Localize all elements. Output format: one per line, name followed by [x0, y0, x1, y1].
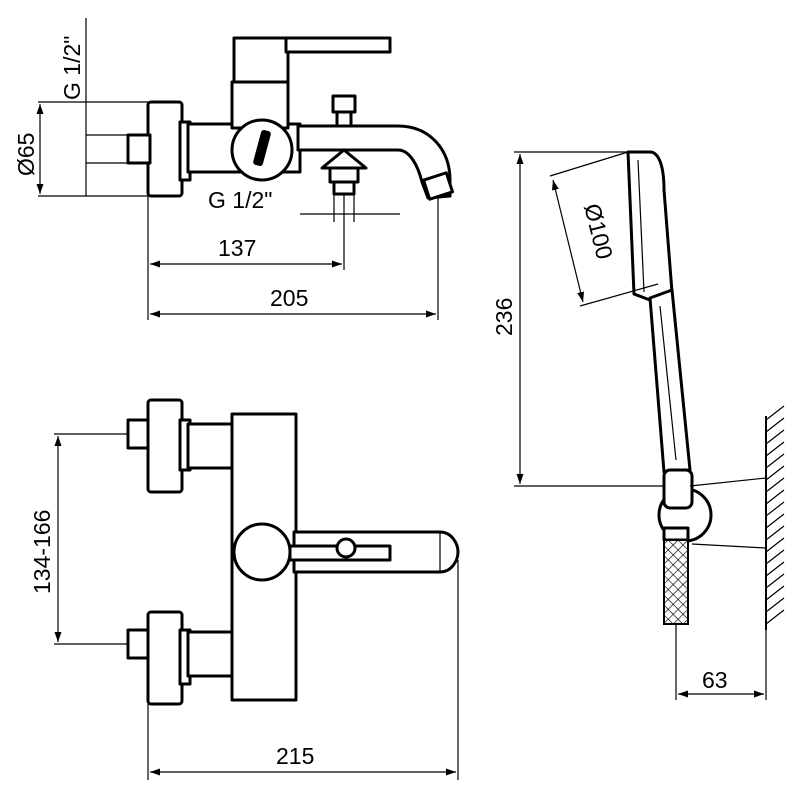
wall-hatch-line — [765, 453, 785, 469]
spacing-label: 134-166 — [29, 510, 55, 594]
wall-hatch-line — [765, 501, 785, 517]
length-137-label: 137 — [218, 235, 256, 261]
wall-hatch-line — [765, 573, 785, 589]
wall-hatch-line — [765, 561, 785, 577]
side-diverter-slot — [253, 129, 271, 167]
hand-shower-view: Ø100 236 63 — [491, 150, 785, 700]
side-view: G 1/2" Ø65 G 1/2" 137 205 — [13, 18, 455, 320]
side-shower-outlet-cone — [320, 148, 368, 170]
front-cartridge — [232, 522, 292, 582]
side-inlet-stub — [126, 133, 152, 165]
side-escutcheon — [146, 100, 184, 198]
wall-hatch-line — [765, 537, 785, 553]
shower-hose — [663, 539, 689, 625]
lower-escutcheon — [146, 610, 184, 706]
depth-63-label: 63 — [702, 667, 728, 693]
length-205-label: 205 — [270, 285, 308, 311]
shower-hose-connector — [662, 526, 690, 542]
wall-hatch-line — [765, 525, 785, 541]
wall-hatch-line — [765, 477, 785, 493]
wall-hatch-line — [765, 597, 785, 613]
side-pull-button — [331, 94, 357, 114]
wall-hatch-line — [765, 585, 785, 601]
side-pull-stem — [335, 110, 353, 128]
side-lever — [284, 36, 392, 54]
wall-hatch-line — [765, 429, 785, 445]
front-pull-knob — [335, 537, 357, 559]
front-view: 134-166 215 — [29, 398, 460, 780]
side-cartridge-cap — [232, 36, 290, 84]
wall-hatch — [765, 405, 785, 625]
height-236-label: 236 — [491, 298, 517, 336]
side-spout-tip — [421, 171, 455, 201]
wall-hatch-line — [765, 513, 785, 529]
width-215-label: 215 — [276, 743, 314, 769]
diameter-65-label: Ø65 — [13, 133, 39, 176]
wall-hatch-line — [765, 441, 785, 457]
thread-top-label: G 1/2" — [59, 36, 85, 100]
side-spout — [296, 124, 452, 200]
wall-hatch-line — [765, 417, 785, 433]
diameter-100-label: Ø100 — [579, 201, 618, 262]
wall-hatch-line — [765, 489, 785, 505]
wall-hatch-line — [765, 549, 785, 565]
shower-holder-clip — [662, 468, 694, 510]
shower-head — [626, 150, 674, 302]
thread-bottom-label: G 1/2" — [208, 187, 272, 213]
shower-handle — [648, 288, 692, 474]
wall-hatch-line — [765, 405, 785, 421]
side-shower-outlet-nut — [328, 166, 360, 184]
wall-hatch-line — [765, 609, 785, 625]
upper-escutcheon — [146, 398, 184, 494]
side-shower-outlet-thread — [332, 180, 356, 196]
wall-hatch-line — [765, 465, 785, 481]
